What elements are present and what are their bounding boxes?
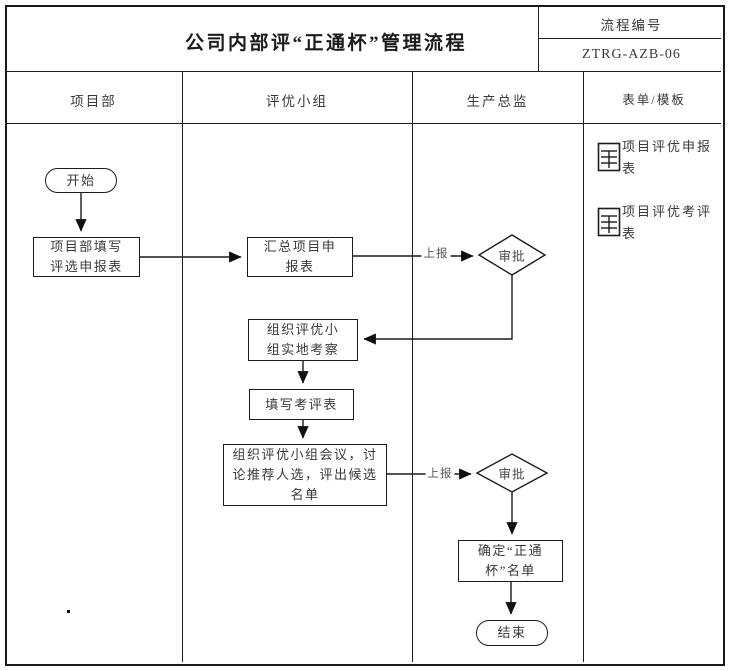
stray-dot-mark [67, 610, 70, 613]
decision-approve2-label: 审批 [498, 467, 526, 482]
form-item-assessment: 项目评优考评表 [597, 201, 727, 245]
page-title: 公司内部评“正通杯”管理流程 [184, 33, 467, 54]
form-item-label: 项目评优考评表 [622, 204, 713, 241]
header-row-divider [5, 71, 721, 72]
lane-header-production-director: 生产总监 [466, 94, 529, 109]
process-code-label: 流程编号 [600, 18, 663, 33]
lane-header-evaluation-team: 评优小组 [266, 94, 328, 109]
decision-approve1-label: 审批 [498, 249, 526, 264]
edge-label-report-1: 上报 [421, 245, 451, 261]
lane-divider-1 [182, 71, 183, 662]
lane-header-project-dept: 项目部 [70, 94, 117, 109]
edge-label-report-2: 上报 [425, 465, 455, 481]
process-code-value: ZTRG-AZB-06 [582, 47, 681, 62]
form-table-icon [597, 207, 621, 242]
page-border [5, 5, 725, 666]
code-cell-divider [538, 38, 721, 39]
flow-node-confirm-winners: 确定“正通 杯”名单 [458, 540, 563, 582]
lane-divider-3 [583, 71, 584, 662]
lane-divider-2 [412, 71, 413, 662]
flow-node-end: 结束 [476, 620, 548, 646]
lane-header-forms-templates: 表单/模板 [622, 93, 686, 107]
form-item-application: 项目评优申报表 [597, 136, 727, 180]
form-item-label: 项目评优申报表 [622, 139, 713, 176]
lane-header-divider [5, 123, 721, 124]
flow-node-fill-assessment: 填写考评表 [249, 389, 354, 420]
flow-node-start: 开始 [45, 168, 117, 193]
flow-node-summarize-applications: 汇总项目申 报表 [247, 237, 353, 277]
flow-node-field-inspection: 组织评优小 组实地考察 [248, 319, 358, 361]
form-table-icon [597, 142, 621, 177]
flow-node-fill-application: 项目部填写 评选申报表 [33, 237, 140, 277]
flow-node-team-meeting: 组织评优小组会议，讨 论推荐人选，评出候选 名单 [223, 444, 387, 506]
